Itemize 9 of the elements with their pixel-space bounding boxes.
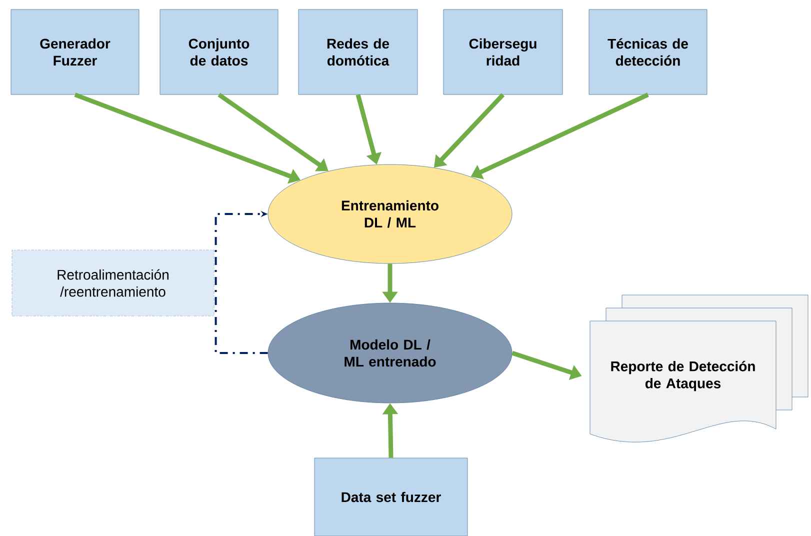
note-box: Retroalimentación /reentrenamiento (12, 250, 214, 316)
process-box: Técnicas de detección (588, 9, 708, 95)
document-stack-drawing: Reporte de Detección de Ataques (590, 294, 808, 442)
arrow (214, 210, 268, 354)
process-box: Redes de domótica (298, 9, 418, 95)
process-box: Data set fuzzer (314, 458, 468, 536)
process-box: Conjunto de datos (160, 9, 278, 95)
process-box: Generador Fuzzer (10, 9, 140, 95)
process-box: Cibersegu ridad (443, 9, 563, 95)
